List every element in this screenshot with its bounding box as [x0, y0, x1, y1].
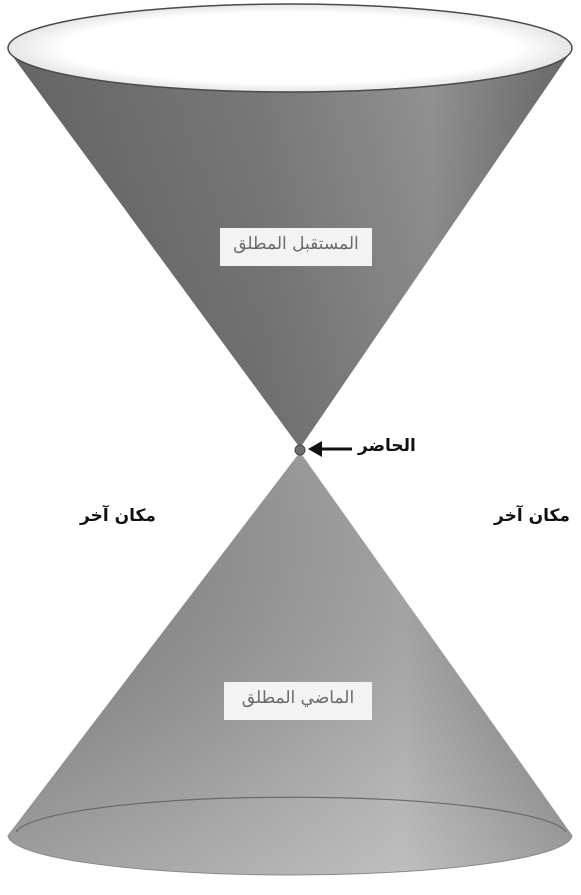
absolute-past-label: الماضي المطلق — [224, 682, 372, 720]
absolute-future-label: المستقبل المطلق — [220, 228, 372, 266]
present-label: الحاضر — [358, 436, 416, 456]
present-point — [295, 445, 305, 455]
future-cone — [8, 4, 572, 448]
future-cone-rim — [8, 4, 572, 92]
elsewhere-right-label: مكان آخر — [494, 506, 570, 526]
present-arrow-icon — [308, 441, 352, 457]
elsewhere-left-label: مكان آخر — [80, 506, 156, 526]
